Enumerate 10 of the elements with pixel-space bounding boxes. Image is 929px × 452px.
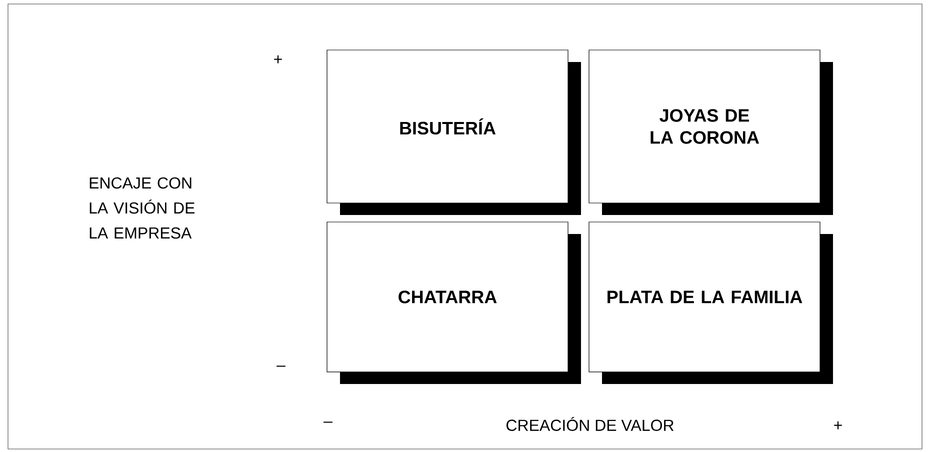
sign: – bbox=[276, 366, 286, 367]
sign: + bbox=[834, 421, 842, 430]
axis-label: CREACIÓN DE VALOR bbox=[506, 416, 674, 431]
axis-title: ENCAJE CON LA VISIÓN DE LA EMPRESA bbox=[90, 177, 195, 239]
quadrant-box: CHATARRA bbox=[326, 222, 581, 384]
sign: – bbox=[324, 422, 332, 423]
quadrant-box: BISUTERÍA bbox=[326, 50, 581, 215]
sign: + bbox=[274, 55, 282, 64]
quadrant-box: PLATA DE LA FAMILIA bbox=[588, 222, 833, 384]
quadrant-box: JOYAS DE LA CORONA bbox=[588, 50, 833, 215]
